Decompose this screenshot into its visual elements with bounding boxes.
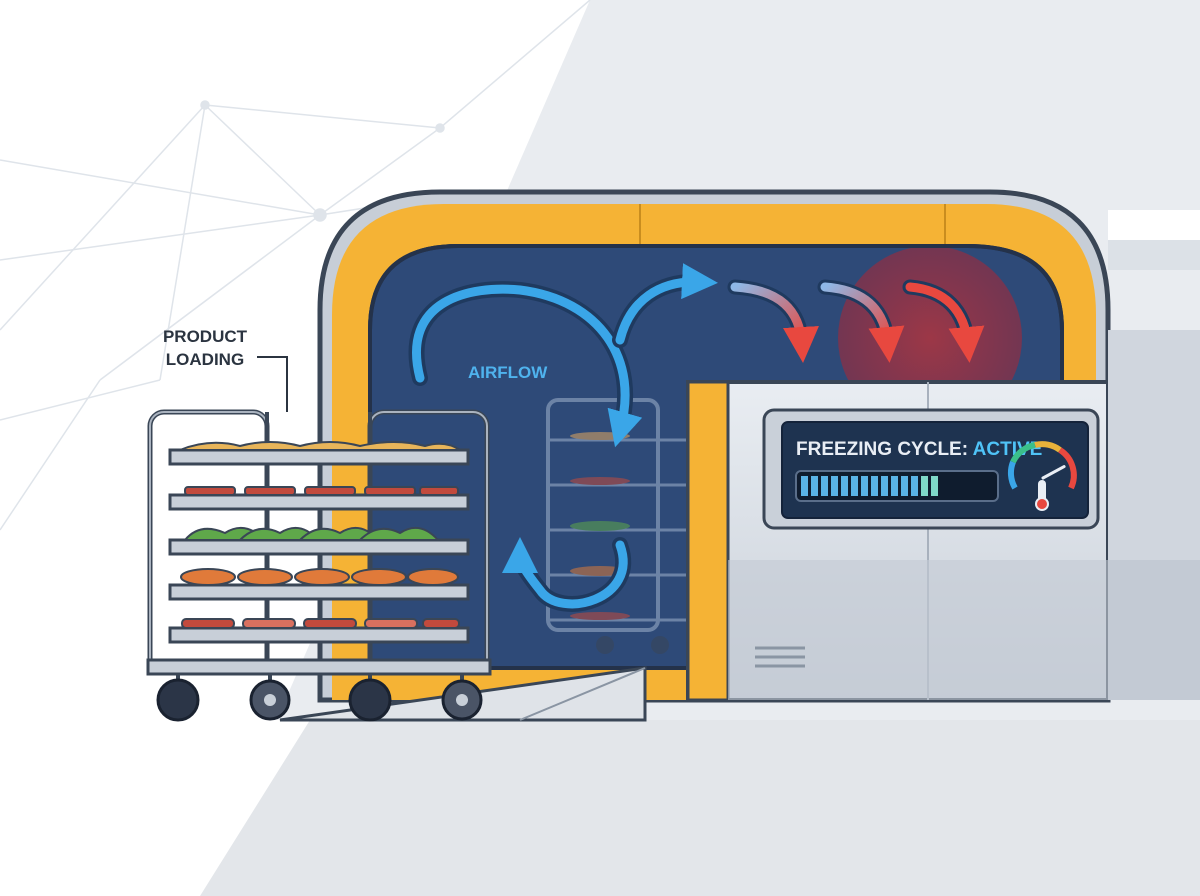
display-status-text: FREEZING CYCLE: ACTIVE bbox=[796, 439, 1042, 460]
progress-segment bbox=[911, 476, 918, 496]
network-lines bbox=[0, 0, 591, 531]
product-rack bbox=[146, 409, 492, 722]
progress-segment bbox=[861, 476, 868, 496]
vent-grille-icon bbox=[755, 646, 805, 668]
inner-rack bbox=[546, 398, 690, 654]
product-loading-label-line1: PRODUCT bbox=[163, 327, 248, 346]
progress-segment bbox=[961, 476, 968, 496]
progress-segment bbox=[951, 476, 958, 496]
progress-segment bbox=[841, 476, 848, 496]
progress-segment bbox=[901, 476, 908, 496]
progress-segment bbox=[851, 476, 858, 496]
progress-segment bbox=[891, 476, 898, 496]
progress-segment bbox=[941, 476, 948, 496]
gauge-icon bbox=[1008, 441, 1077, 490]
progress-segment bbox=[971, 476, 978, 496]
progress-segment bbox=[821, 476, 828, 496]
progress-segment bbox=[921, 476, 928, 496]
airflow-label: AIRFLOW bbox=[468, 363, 548, 382]
freezing-cycle-display: FREEZING CYCLE: ACTIVE bbox=[762, 408, 1100, 530]
product-loading-label-line2: LOADING bbox=[166, 350, 244, 369]
progress-segment bbox=[811, 476, 818, 496]
progress-bar bbox=[801, 476, 978, 496]
progress-segment bbox=[801, 476, 808, 496]
product-loading-callout: PRODUCT LOADING bbox=[163, 327, 288, 412]
thermometer-icon bbox=[1035, 480, 1049, 511]
progress-segment bbox=[931, 476, 938, 496]
airflow-arrows bbox=[408, 263, 985, 612]
progress-segment bbox=[831, 476, 838, 496]
progress-segment bbox=[881, 476, 888, 496]
progress-segment bbox=[871, 476, 878, 496]
